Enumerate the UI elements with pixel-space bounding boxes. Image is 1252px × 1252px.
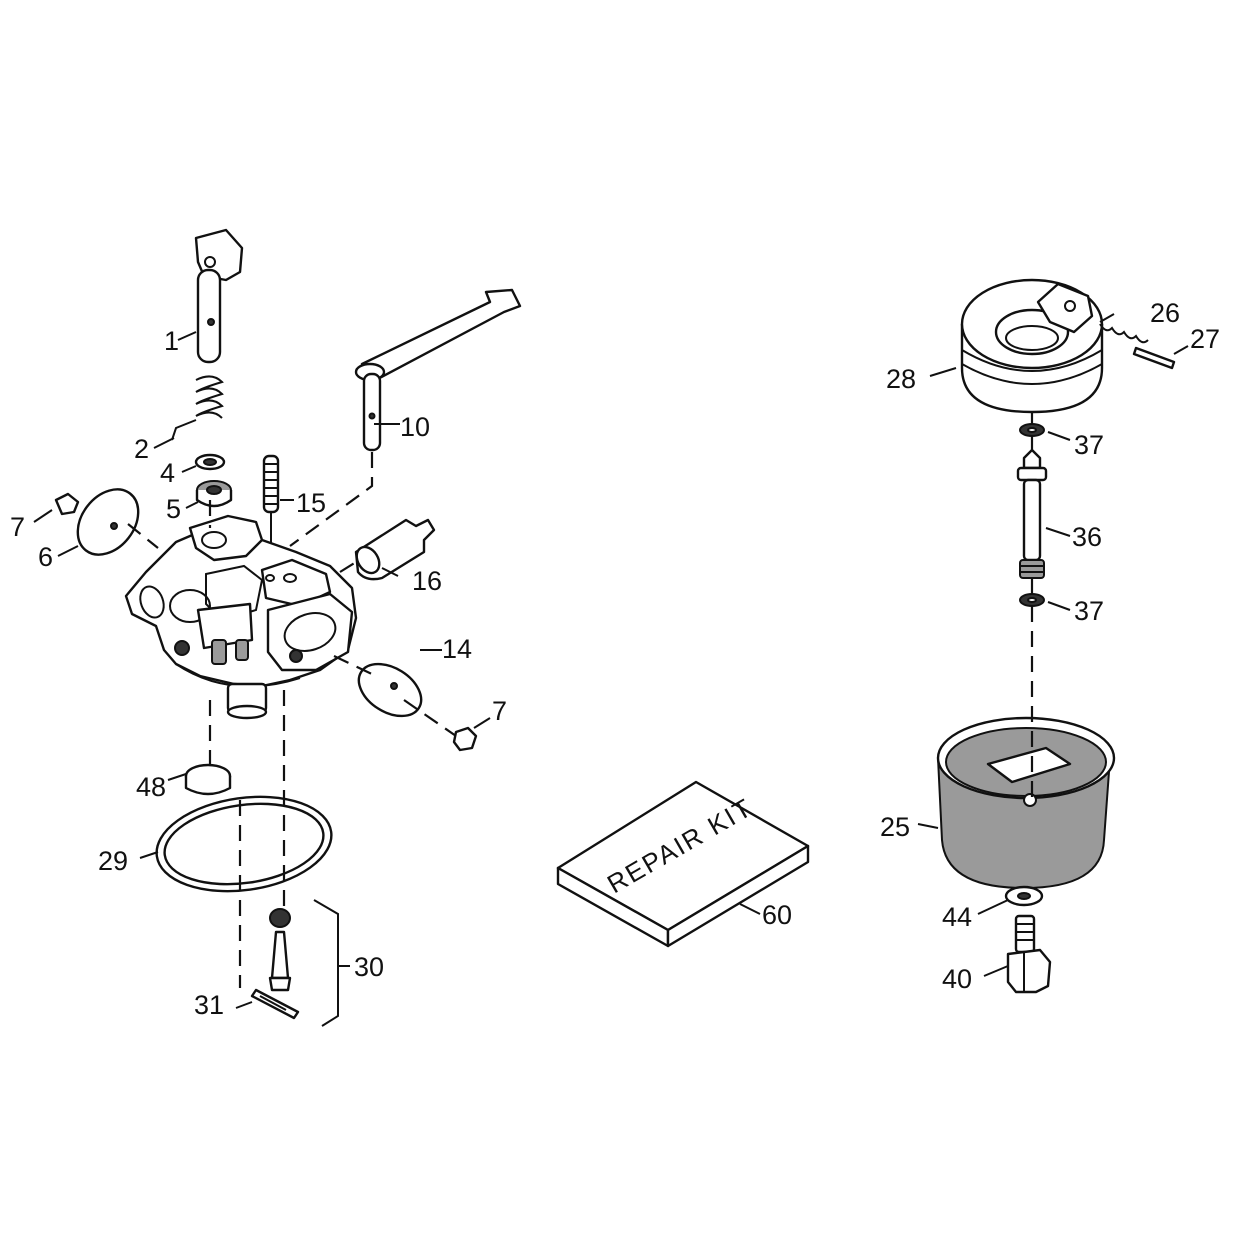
part-7-screw-right bbox=[452, 726, 478, 752]
callout-48: 48 bbox=[136, 772, 166, 802]
callout-31: 31 bbox=[194, 990, 224, 1020]
part-27-hinge-pin bbox=[1132, 346, 1176, 370]
callout-60: 60 bbox=[762, 900, 792, 930]
callout-40: 40 bbox=[942, 964, 972, 994]
part-1-throttle-shaft bbox=[194, 228, 244, 364]
callout-37-upper: 37 bbox=[1074, 430, 1104, 460]
callout-2: 2 bbox=[134, 434, 149, 464]
callout-36: 36 bbox=[1072, 522, 1102, 552]
part-37-seal-upper bbox=[1019, 423, 1045, 437]
part-14-choke-plate bbox=[357, 662, 423, 718]
callout-25: 25 bbox=[880, 812, 910, 842]
part-4-washer bbox=[194, 453, 226, 471]
part-28-float bbox=[960, 278, 1104, 414]
callout-10: 10 bbox=[400, 412, 430, 442]
part-36-main-nozzle bbox=[1016, 448, 1048, 579]
part-60-repair-kit: REPAIR KIT bbox=[556, 780, 810, 948]
part-6-throttle-plate bbox=[76, 488, 140, 556]
callout-4: 4 bbox=[160, 458, 175, 488]
callout-6: 6 bbox=[38, 542, 53, 572]
callout-44: 44 bbox=[942, 902, 972, 932]
part-44-washer bbox=[1004, 885, 1044, 907]
callout-15: 15 bbox=[296, 488, 326, 518]
part-40-bowl-nut bbox=[1006, 914, 1052, 994]
carburetor-bowl-boss bbox=[226, 682, 268, 720]
part-25-float-bowl bbox=[936, 716, 1116, 890]
leader-lines bbox=[33, 313, 1189, 1027]
callout-14: 14 bbox=[442, 634, 472, 664]
part-7-screw-left bbox=[54, 492, 80, 516]
part-10-choke-shaft bbox=[354, 288, 522, 452]
callout-7-right: 7 bbox=[492, 696, 507, 726]
part-5-seal bbox=[195, 480, 233, 508]
part-26-float-spring bbox=[1099, 323, 1149, 344]
callout-28: 28 bbox=[886, 364, 916, 394]
callout-1: 1 bbox=[164, 326, 179, 356]
part-31-float-pin bbox=[250, 988, 300, 1020]
callout-27: 27 bbox=[1190, 324, 1220, 354]
part-2-spring bbox=[171, 375, 224, 441]
part-15-idle-screw bbox=[262, 454, 280, 552]
part-16-inlet-fitting bbox=[354, 518, 436, 581]
part-29-bowl-gasket bbox=[155, 795, 333, 893]
callout-labels: 1 2 4 5 6 7 7 10 14 15 16 25 26 27 28 29… bbox=[10, 298, 1220, 1020]
callout-30: 30 bbox=[354, 952, 384, 982]
assembly-axes bbox=[127, 412, 1034, 988]
carburetor-body bbox=[124, 514, 358, 688]
callout-16: 16 bbox=[412, 566, 442, 596]
callout-7-left: 7 bbox=[10, 512, 25, 542]
part-48-welch-plug bbox=[184, 763, 232, 796]
callout-26: 26 bbox=[1150, 298, 1180, 328]
callout-29: 29 bbox=[98, 846, 128, 876]
part-37-seal-lower bbox=[1019, 593, 1045, 607]
callout-37-lower: 37 bbox=[1074, 596, 1104, 626]
callout-5: 5 bbox=[166, 494, 181, 524]
part-30-needle-seat bbox=[268, 908, 292, 992]
